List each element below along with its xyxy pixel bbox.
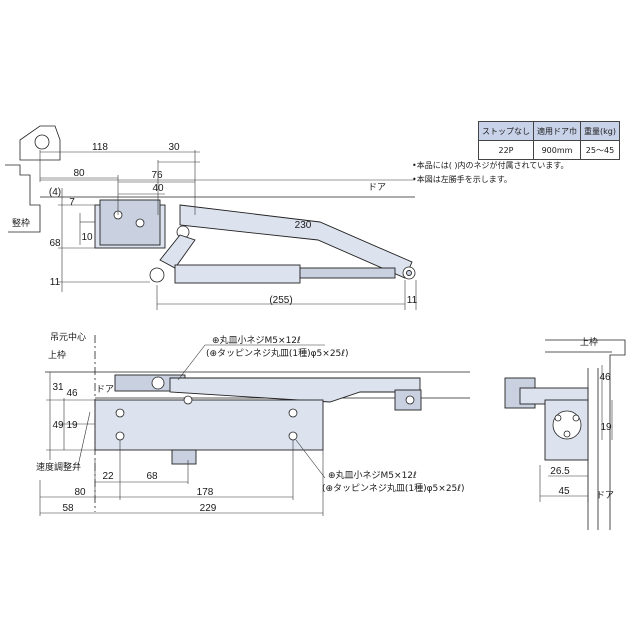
screw-hole — [135, 218, 145, 228]
pivot — [151, 376, 165, 390]
note-bullet: • — [412, 161, 417, 170]
side-view: 46 19 26.5 45 上枠 ドア — [504, 336, 626, 530]
dim-19-side: 19 — [600, 422, 612, 433]
top-view: 118 30 80 76 40 (4) 7 10 68 11 (255) 11 … — [5, 125, 418, 310]
label-frame: 竪枠 — [12, 217, 30, 229]
dim-229: 229 — [200, 503, 217, 514]
spec-table: ストップなし 適用ドア巾 重量(kg) 22P 900mm 25〜45 — [478, 121, 620, 160]
note-1: •本品には( )内のネジが付属されています。 — [412, 160, 568, 171]
label-speed-valve: 速度調整弁 — [36, 461, 81, 473]
dim-19: 19 — [66, 420, 78, 431]
cylinder-body — [174, 264, 301, 284]
dim-68-front: 68 — [146, 471, 158, 482]
dim-4: (4) — [49, 187, 61, 198]
bracket-plate — [99, 199, 161, 246]
dim-10: 10 — [81, 232, 93, 243]
link-arm — [159, 234, 196, 269]
spec-cell: 25〜45 — [580, 140, 620, 160]
dim-46-side: 46 — [599, 372, 611, 383]
dim-255: (255) — [269, 295, 292, 306]
screw-note-bottom-1: ⊕丸皿小ネジM5×12ℓ — [328, 469, 417, 481]
spec-header: ストップなし — [478, 121, 534, 141]
screw-hole — [115, 431, 125, 441]
spec-data-row: 22P 900mm 25〜45 — [478, 140, 620, 160]
dim-30: 30 — [168, 142, 180, 153]
shoe-hole — [405, 395, 415, 405]
hinge-pin — [34, 134, 50, 150]
spec-cell: 900mm — [533, 140, 581, 160]
pivot-center — [406, 270, 412, 276]
label-door-side: ドア — [596, 491, 614, 501]
hinge-bracket — [19, 125, 61, 161]
dim-49: 49 — [52, 420, 64, 431]
piston-rod — [299, 267, 396, 279]
note-bullet: • — [412, 175, 417, 184]
screw-note-top-2: (⊕タッピンネジ丸皿(1種)φ5×25ℓ) — [206, 347, 349, 359]
screw-hole — [288, 408, 298, 418]
dim-80-front: 80 — [74, 487, 86, 498]
dim-40: 40 — [152, 183, 164, 194]
spec-cell: 22P — [478, 140, 534, 160]
spec-header: 適用ドア巾 — [533, 121, 581, 141]
label-upper-side: 上枠 — [580, 336, 598, 348]
note-2: •本図は左勝手を示します。 — [412, 174, 512, 185]
front-arm — [169, 377, 421, 403]
spec-header: 重量(kg) — [580, 121, 620, 141]
dim-31: 31 — [52, 382, 64, 393]
dim-178: 178 — [197, 487, 214, 498]
main-arm — [179, 204, 413, 279]
note-text: 本品には( )内のネジが付属されています。 — [416, 161, 569, 170]
label-door: ドア — [368, 183, 386, 193]
dim-118: 118 — [92, 142, 108, 153]
dim-11-bottom: 11 — [407, 295, 418, 306]
label-upper-frame: 上枠 — [48, 349, 66, 361]
label-door-front: ドア — [96, 385, 114, 395]
dim-11: 11 — [50, 277, 61, 288]
dim-22: 22 — [102, 471, 114, 482]
screw-hole — [115, 408, 125, 418]
screw-hole — [183, 395, 193, 405]
pivot-joint — [149, 267, 165, 283]
side-upper-frame — [545, 339, 626, 530]
note-text: 本図は左勝手を示します。 — [416, 175, 512, 184]
closer-body — [94, 399, 324, 451]
dim-80: 80 — [73, 168, 85, 179]
dim-58: 58 — [62, 503, 74, 514]
spec-header-row: ストップなし 適用ドア巾 重量(kg) — [478, 121, 620, 141]
dim-7: 7 — [69, 197, 75, 208]
dim-68: 68 — [49, 238, 61, 249]
screw-note-top-1: ⊕丸皿小ネジM5×12ℓ — [212, 334, 301, 346]
screw-hole — [288, 431, 298, 441]
label-center: 吊元中心 — [50, 331, 86, 343]
dim-76: 76 — [151, 170, 163, 181]
screw-note-bottom-2: (⊕タッピンネジ丸皿(1種)φ5×25ℓ) — [322, 482, 465, 494]
dim-26-5: 26.5 — [550, 466, 570, 477]
dim-46: 46 — [66, 388, 78, 399]
frame-outline — [5, 164, 41, 233]
spindle-cap — [171, 449, 197, 465]
front-view: 31 46 49 19 22 68 80 178 58 229 吊元中心 上枠 … — [36, 331, 470, 516]
dim-230: 230 — [295, 220, 312, 231]
dim-45: 45 — [558, 486, 570, 497]
